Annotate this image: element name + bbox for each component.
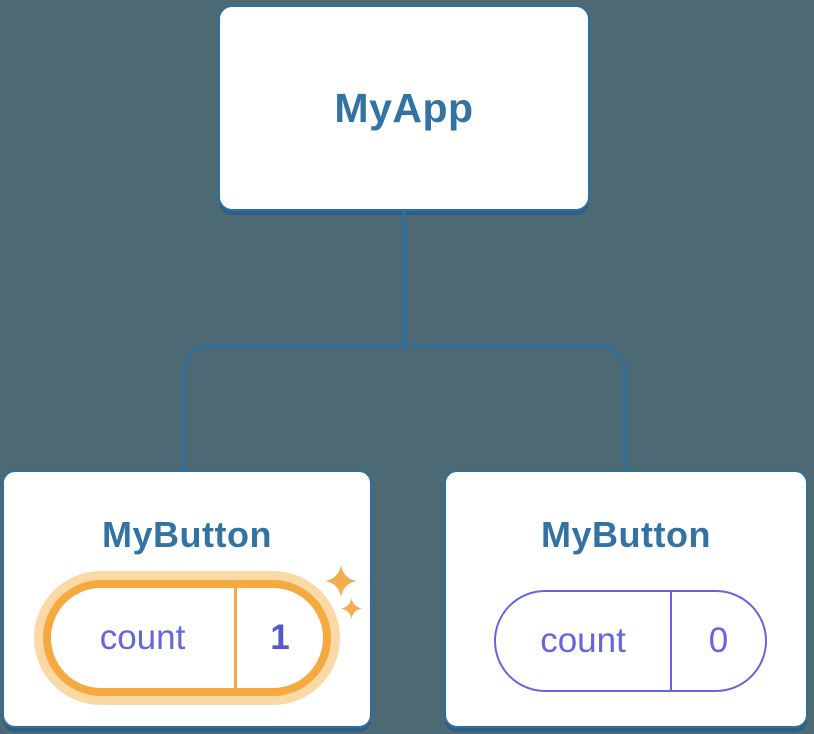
component-node-myapp: MyApp [218, 5, 590, 211]
connector-bracket [183, 344, 626, 472]
component-label: MyButton [541, 514, 711, 555]
state-pill-updated: count 1 [43, 580, 331, 696]
connector-stem [402, 211, 406, 346]
sparkle-small-icon [341, 598, 362, 619]
state-key-label: count [99, 618, 186, 657]
component-label: MyButton [102, 514, 272, 555]
pill-divider [234, 588, 237, 688]
state-pill-default: count 0 [494, 590, 767, 692]
component-node-mybutton-left: MyButton count 1 [2, 470, 372, 728]
component-label: MyApp [334, 84, 474, 131]
state-key-label: count [540, 621, 626, 660]
state-value: 0 [708, 621, 729, 660]
sparkle-large-icon [325, 565, 357, 597]
pill-divider [670, 592, 672, 690]
state-value: 1 [270, 618, 290, 657]
component-node-mybutton-right: MyButton count 0 [444, 470, 808, 728]
